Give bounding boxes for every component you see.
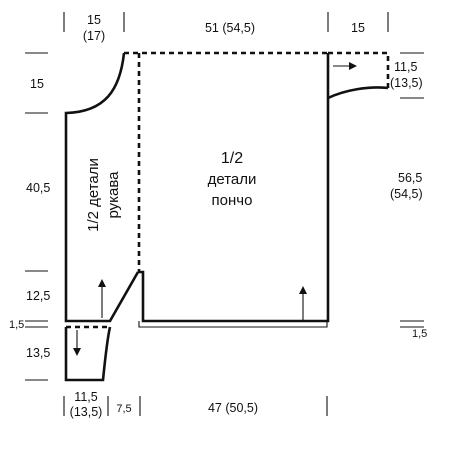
dim-right-56-5-2: (54,5) — [390, 187, 423, 201]
dim-top-right: 15 — [351, 21, 365, 35]
poncho-label-line3: пончо — [212, 192, 253, 209]
dim-left-15: 15 — [30, 77, 44, 91]
dim-right-11-5-1: 11,5 — [394, 60, 417, 74]
dim-bottom-7-5: 7,5 — [116, 403, 131, 415]
dim-top-center: 51 (54,5) — [205, 21, 255, 35]
dim-right-1-5: 1,5 — [412, 328, 427, 340]
top-ticks — [63, 12, 389, 32]
dim-bottom-center: 47 (50,5) — [208, 401, 258, 415]
right-cuff-outline — [327, 86, 389, 100]
dim-left-40-5: 40,5 — [26, 181, 50, 195]
arrow-poncho-up — [299, 286, 307, 322]
arrow-cuff-down — [73, 330, 81, 356]
dim-right-56-5-1: 56,5 — [398, 171, 422, 185]
dim-left-1-5: 1,5 — [9, 319, 24, 331]
arrow-sleeve-up — [98, 279, 106, 318]
sleeve-label-line1: 1/2 детали — [85, 158, 102, 232]
poncho-outline — [138, 53, 330, 323]
poncho-label-line2: детали — [208, 171, 257, 188]
left-ticks — [25, 52, 48, 381]
poncho-label-line1: 1/2 — [221, 150, 243, 167]
arrow-right-cuff — [333, 62, 357, 70]
sleeve-outline — [64, 52, 140, 323]
dim-top-left-2: (17) — [83, 29, 105, 43]
dim-left-12-5: 12,5 — [26, 289, 50, 303]
dim-bottom-left-2: (13,5) — [70, 405, 103, 419]
sleeve-label: 1/2 детали рукава — [85, 158, 122, 232]
dim-top-left-1: 15 — [87, 13, 101, 27]
dim-left-13-5: 13,5 — [26, 346, 50, 360]
dim-right-11-5-2: (13,5) — [390, 76, 423, 90]
bottom-ticks — [63, 396, 328, 416]
sleeve-label-line2: рукава — [105, 171, 122, 219]
sleeve-cuff-outline — [64, 326, 112, 382]
dim-bottom-left-1: 11,5 — [74, 390, 97, 404]
poncho-bottom-band — [138, 321, 328, 328]
right-ticks — [400, 52, 424, 328]
right-cuff-dashed — [328, 51, 390, 88]
